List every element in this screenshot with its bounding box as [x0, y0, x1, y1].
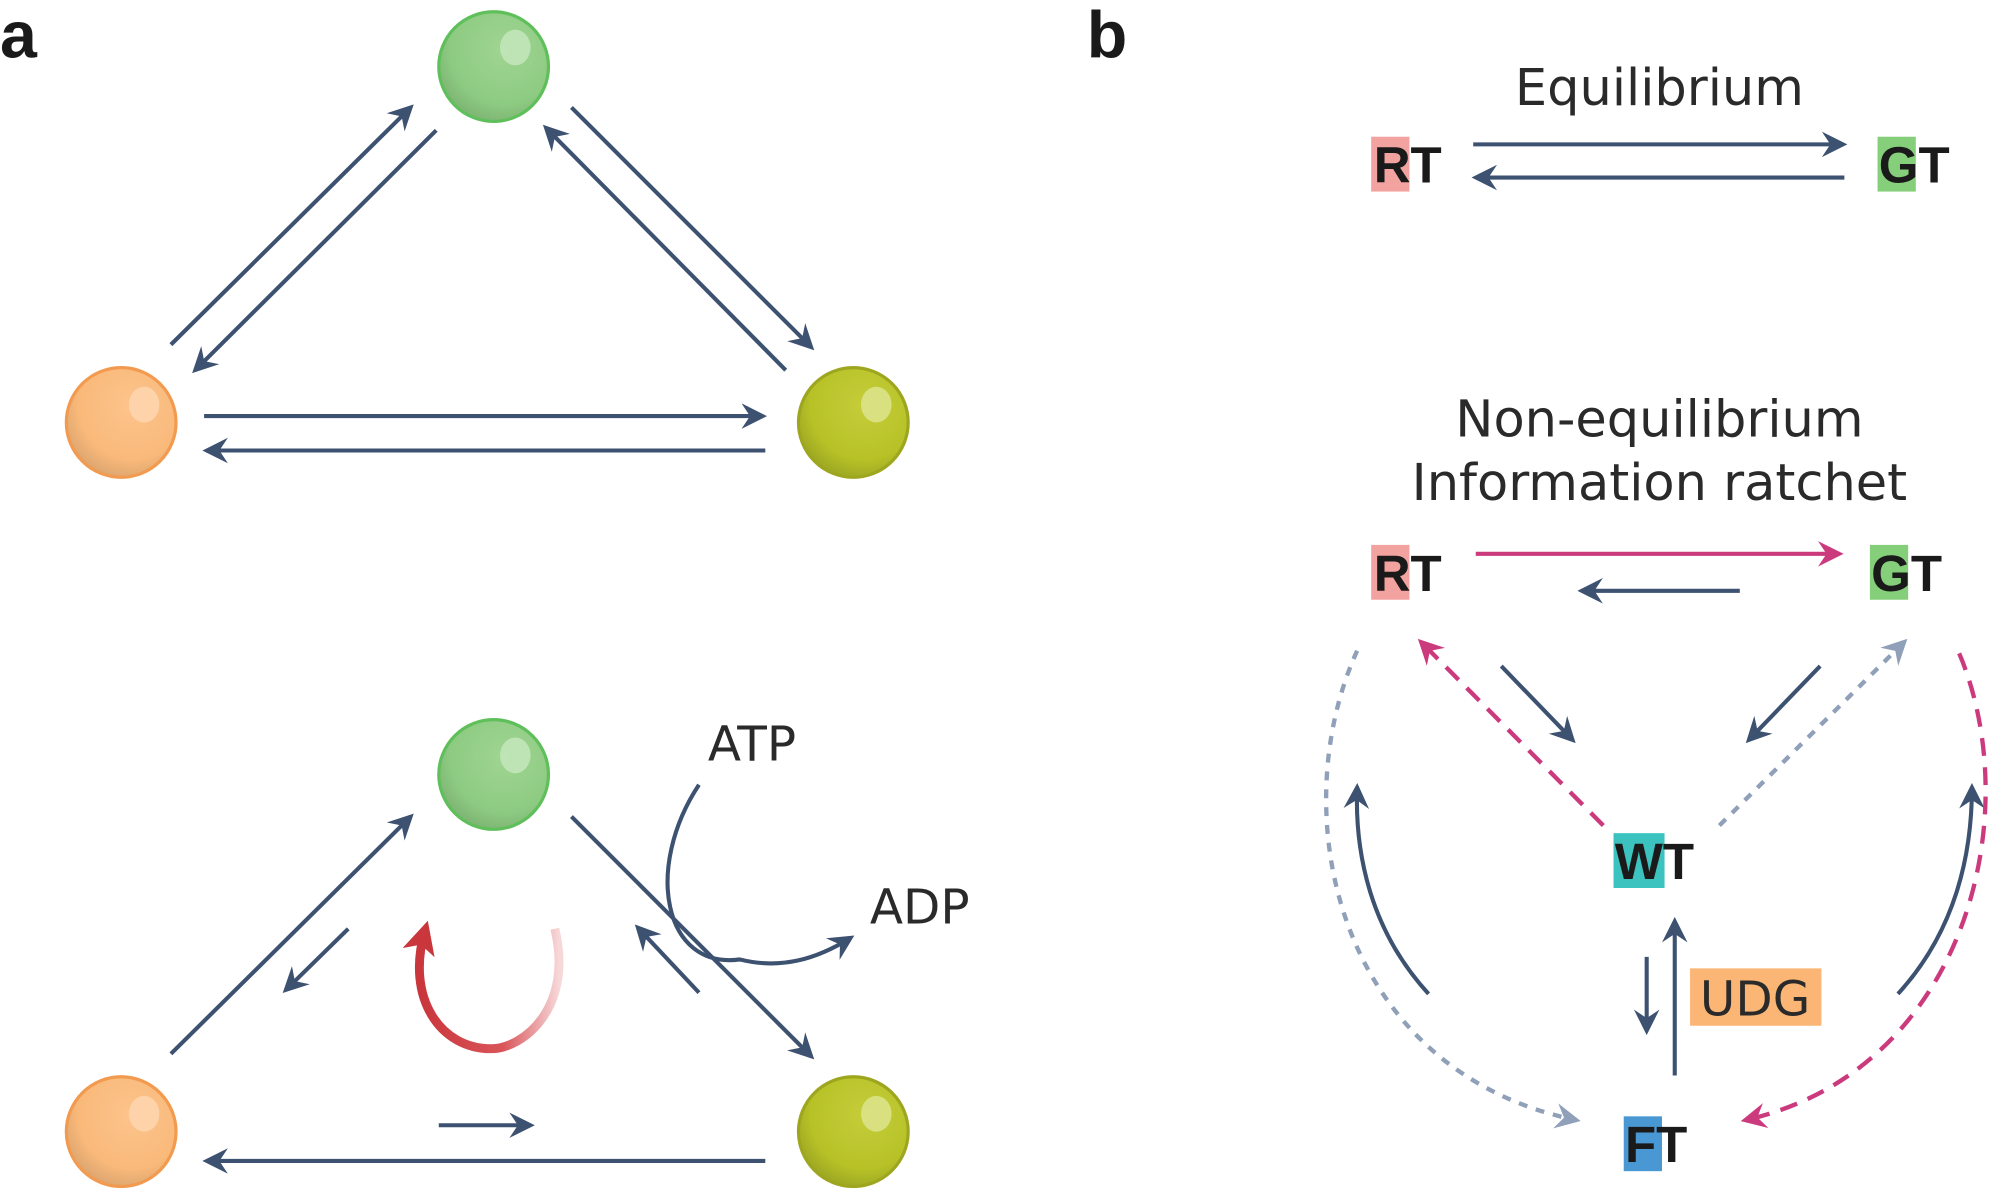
arrow-top-to-left-weak [282, 927, 350, 994]
arrow-ft-to-rt-curve [1343, 782, 1431, 996]
arrow-left-to-top-strong [169, 813, 414, 1056]
wt-highlight [1613, 833, 1665, 889]
udg-label: UDG [1700, 972, 1810, 1028]
arrow-right-to-top-weak [634, 924, 701, 994]
gt-highlight [1877, 136, 1916, 192]
ratchet-title: Information ratchet [1412, 454, 1908, 513]
node-left [64, 1075, 178, 1188]
rt-highlight [1371, 136, 1410, 192]
rt-state-label: RT [1374, 545, 1442, 602]
arrow-top-to-left [192, 128, 438, 374]
adp-label: ADP [870, 880, 970, 936]
driven-network: ATP ADP [64, 716, 970, 1188]
rt-state-label: RT [1374, 137, 1442, 194]
arrow-gt-to-ft-dashed [1740, 652, 1988, 1128]
ft-highlight [1623, 1116, 1662, 1172]
equilibrium-scheme: Equilibrium RT GT [1371, 59, 1950, 194]
nonequilibrium-title: Non-equilibrium [1455, 390, 1863, 449]
gt-state-label: GT [1871, 545, 1942, 602]
gt-state-label: GT [1879, 137, 1950, 194]
gt-highlight [1869, 544, 1909, 600]
ratchet-scheme: Non-equilibrium Information ratchet RT G… [1324, 390, 1988, 1173]
arrow-top-to-right-strong [569, 815, 815, 1060]
node-top [437, 10, 551, 124]
atp-adp-arrow [665, 783, 855, 966]
panel-b-label: b [1087, 0, 1128, 73]
node-right [796, 366, 910, 479]
arrow-wt-to-gt-dashed [1717, 638, 1908, 828]
equilibrium-title: Equilibrium [1515, 59, 1804, 118]
ft-state-label: FT [1625, 1116, 1687, 1173]
panel-a-label: a [0, 0, 38, 73]
arrow-top-to-right [569, 105, 815, 351]
node-left [64, 366, 178, 479]
node-top [437, 718, 551, 831]
arrow-ft-to-gt-curve [1896, 782, 1985, 996]
arrow-rt-to-wt [1499, 664, 1576, 744]
arrow-rt-to-ft-dashed [1324, 649, 1581, 1129]
arrow-right-to-top [542, 124, 788, 372]
wt-state-label: WT [1615, 833, 1694, 890]
arrow-left-to-top [169, 104, 414, 347]
arrow-wt-to-rt-dashed [1417, 638, 1605, 828]
equilibrium-network [64, 10, 910, 479]
rt-highlight [1371, 544, 1410, 600]
node-right [796, 1075, 910, 1188]
cycle-arrow-icon [402, 920, 564, 1054]
atp-label: ATP [708, 716, 796, 772]
udg-badge [1690, 968, 1822, 1026]
arrow-gt-to-wt [1745, 664, 1822, 744]
